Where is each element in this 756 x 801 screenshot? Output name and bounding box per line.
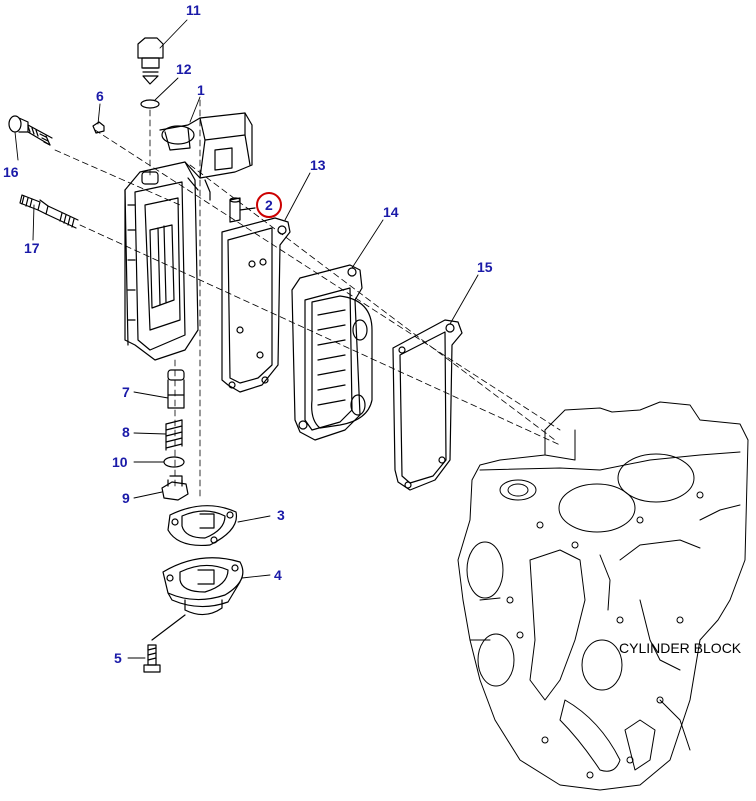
part-7-valve bbox=[167, 369, 185, 409]
callout-12: 12 bbox=[176, 61, 192, 77]
callout-1: 1 bbox=[197, 82, 205, 98]
callout-7: 7 bbox=[122, 384, 130, 400]
part-9-plug bbox=[161, 475, 189, 501]
callout-2: 2 bbox=[265, 197, 273, 213]
callout-13: 13 bbox=[310, 157, 326, 173]
part-15-gasket bbox=[392, 319, 463, 491]
callout-9: 9 bbox=[122, 490, 130, 506]
part-12-o-ring bbox=[140, 99, 160, 109]
callout-8: 8 bbox=[122, 424, 130, 440]
part-11-plug bbox=[137, 37, 164, 85]
part-8-spring bbox=[165, 419, 183, 451]
callout-10: 10 bbox=[112, 454, 128, 470]
assembly-axes bbox=[54, 99, 561, 501]
leader-lines bbox=[14, 19, 479, 659]
part-10-o-ring bbox=[163, 456, 185, 468]
part-4-thermostat-housing bbox=[162, 557, 244, 616]
callout-6: 6 bbox=[96, 88, 104, 104]
part-3-gasket bbox=[167, 505, 238, 547]
callout-14: 14 bbox=[383, 204, 399, 220]
part-17-stud bbox=[19, 194, 79, 229]
callout-16: 16 bbox=[3, 164, 19, 180]
part-5-bolt bbox=[143, 614, 186, 673]
part-2-plug bbox=[229, 197, 256, 223]
callout-5: 5 bbox=[114, 650, 122, 666]
part-1-cooler-cover bbox=[124, 112, 253, 361]
part-6-screw bbox=[92, 121, 105, 134]
part-13-gasket bbox=[221, 217, 291, 393]
part-14-cooler-element bbox=[291, 264, 373, 441]
callout-17: 17 bbox=[24, 240, 40, 256]
cylinder-block-label: CYLINDER BLOCK bbox=[619, 640, 742, 656]
highlight-circle bbox=[256, 192, 282, 218]
callout-3: 3 bbox=[277, 507, 285, 523]
callout-15: 15 bbox=[477, 259, 493, 275]
part-16-bolt bbox=[8, 115, 53, 146]
callout-4: 4 bbox=[274, 567, 282, 583]
callout-11: 11 bbox=[186, 2, 201, 18]
cylinder-block bbox=[457, 401, 749, 791]
